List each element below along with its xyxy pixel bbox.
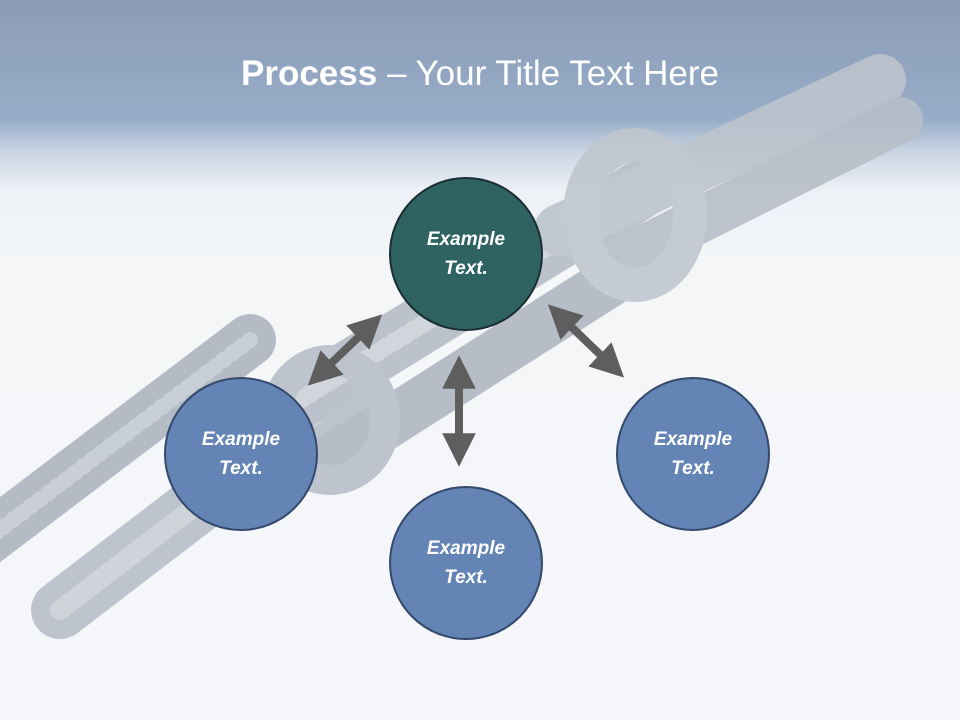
left-circle-label: Example Text. [201, 429, 281, 479]
chain-link-upper [534, 54, 923, 302]
center-circle[interactable]: Example Text. [389, 177, 543, 331]
right-circle-label: Example Text. [653, 429, 733, 479]
slide-title: Process – Your Title Text Here [0, 52, 960, 96]
center-circle-label: Example Text. [426, 229, 506, 279]
double-arrow-icon-right [547, 304, 625, 378]
title-bold: Process [241, 54, 378, 93]
right-circle[interactable]: Example Text. [616, 377, 770, 531]
title-rest: – Your Title Text Here [377, 54, 719, 93]
left-circle[interactable]: Example Text. [164, 377, 318, 531]
bottom-circle[interactable]: Example Text. [389, 486, 543, 640]
bottom-circle-label: Example Text. [426, 538, 506, 588]
double-arrow-icon-left [307, 314, 383, 386]
